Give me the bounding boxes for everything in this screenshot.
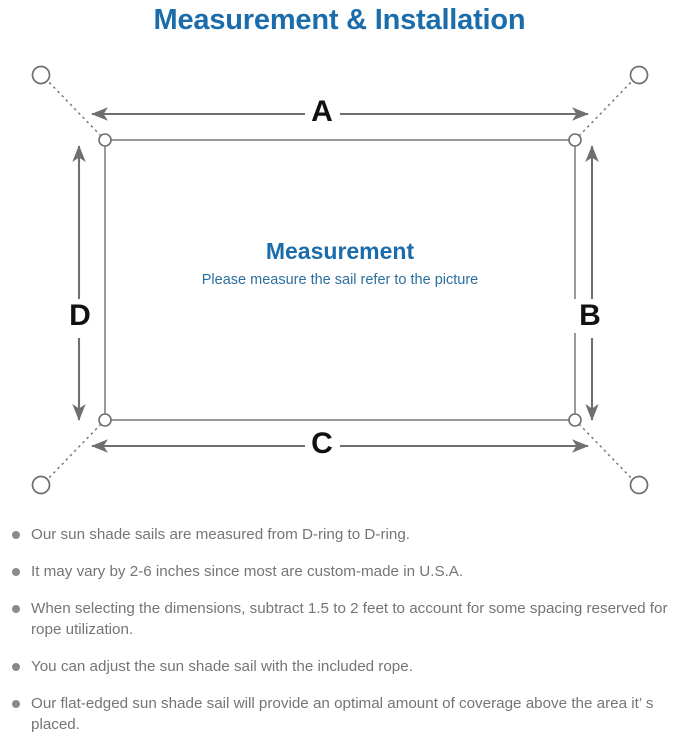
notes-list: Our sun shade sails are measured from D-…	[0, 524, 679, 751]
dimension-label-b: B	[573, 299, 607, 333]
dimension-label-d: D	[63, 299, 97, 333]
sail-center-caption: Measurement Please measure the sail refe…	[90, 236, 590, 290]
d-ring-bottom-left	[98, 413, 112, 427]
bullet-icon	[12, 568, 20, 576]
dimension-label-a: A	[305, 95, 339, 129]
list-item: Our flat-edged sun shade sail will provi…	[0, 693, 679, 735]
rope-line-top-right	[578, 76, 637, 137]
bullet-icon	[12, 531, 20, 539]
anchor-point-top-right	[629, 65, 649, 85]
sail-center-heading: Measurement	[265, 238, 415, 264]
list-item: When selecting the dimensions, subtract …	[0, 598, 679, 640]
anchor-point-top-left	[31, 65, 51, 85]
list-item-text: Our sun shade sails are measured from D-…	[31, 526, 410, 543]
list-item-text: It may vary by 2-6 inches since most are…	[31, 563, 464, 580]
rope-lines	[43, 76, 637, 484]
page-title: Measurement & Installation	[153, 4, 526, 36]
bullet-icon	[12, 605, 20, 613]
d-ring-bottom-right	[568, 413, 582, 427]
rope-line-top-left	[43, 76, 102, 137]
d-ring-top-left	[98, 133, 112, 147]
anchor-point-bottom-left	[31, 475, 51, 495]
anchor-point-bottom-right	[629, 475, 649, 495]
rope-line-bottom-right	[578, 423, 637, 484]
anchor-points	[31, 65, 649, 495]
measurement-diagram: A B C D Measurement Please measure the s…	[0, 48, 679, 518]
diagram-svg	[31, 65, 649, 495]
list-item-text: You can adjust the sun shade sail with t…	[31, 658, 413, 675]
sail-center-subtext: Please measure the sail refer to the pic…	[201, 272, 479, 288]
list-item-text: When selecting the dimensions, subtract …	[31, 600, 668, 638]
bullet-icon	[12, 663, 20, 671]
list-item-text: Our flat-edged sun shade sail will provi…	[31, 695, 654, 733]
dimension-arrows	[72, 107, 599, 453]
bullet-icon	[12, 700, 20, 708]
list-item: Our sun shade sails are measured from D-…	[0, 524, 679, 545]
rope-line-bottom-left	[43, 423, 102, 484]
d-rings	[98, 133, 582, 427]
d-ring-top-right	[568, 133, 582, 147]
list-item: It may vary by 2-6 inches since most are…	[0, 561, 679, 582]
dimension-label-c: C	[305, 427, 339, 461]
list-item: You can adjust the sun shade sail with t…	[0, 656, 679, 677]
sail-outline	[104, 139, 576, 421]
